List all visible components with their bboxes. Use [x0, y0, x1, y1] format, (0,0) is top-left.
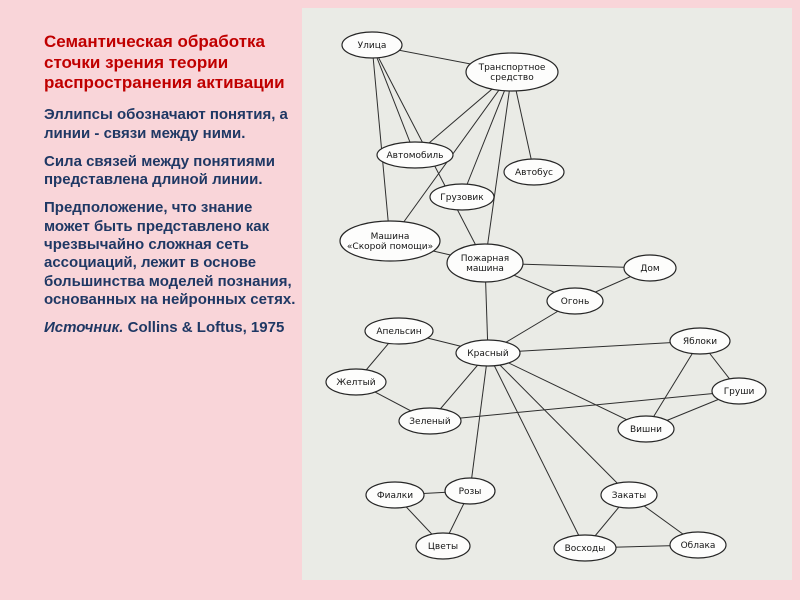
concept-label-house: Дом — [640, 264, 659, 274]
concept-ellipse-flowers — [415, 532, 471, 560]
concept-ellipse-vehicle — [465, 52, 559, 92]
concept-ellipse-green — [398, 407, 462, 435]
concept-label-fire: Огонь — [561, 297, 590, 307]
edge-vehicle--truck — [461, 71, 513, 198]
concept-node-sunrises: Восходы — [553, 534, 617, 562]
concept-ellipse-roses — [444, 477, 496, 505]
concept-node-sunsets: Закаты — [600, 481, 658, 509]
concept-ellipse-red — [455, 339, 521, 367]
concept-label-cherries: Вишни — [630, 425, 662, 435]
slide-title: Семантическая обработка сточки зрения те… — [44, 32, 285, 93]
concept-label-apples: Яблоки — [683, 337, 717, 347]
concept-label-orange: Апельсин — [376, 327, 421, 337]
edge-red--apples — [487, 340, 701, 354]
edge-street--car — [371, 44, 416, 156]
concept-node-flowers: Цветы — [415, 532, 471, 560]
concept-node-bus: Автобус — [503, 158, 565, 186]
concept-label-truck: Грузовик — [440, 193, 484, 203]
concept-node-ambulance: Машина«Скорой помощи» — [339, 220, 441, 262]
concept-node-house: Дом — [623, 254, 677, 282]
concept-ellipse-pears — [711, 377, 767, 405]
concept-ellipse-orange — [364, 317, 434, 345]
concept-node-truck: Грузовик — [429, 183, 495, 211]
concept-node-car: Автомобиль — [376, 141, 454, 169]
concept-label-red: Красный — [467, 349, 509, 359]
concept-label-street: Улица — [358, 41, 387, 51]
concept-node-pears: Груши — [711, 377, 767, 405]
concept-ellipse-violets — [365, 481, 425, 509]
concept-ellipse-cherries — [617, 415, 675, 443]
concept-ellipse-truck — [429, 183, 495, 211]
concept-node-roses: Розы — [444, 477, 496, 505]
source-text: Collins & Loftus, 1975 — [127, 319, 285, 337]
concept-label-green: Зеленый — [409, 417, 451, 427]
concept-node-violets: Фиалки — [365, 481, 425, 509]
concept-ellipse-sunrises — [553, 534, 617, 562]
concept-label-flowers: Цветы — [428, 542, 458, 552]
concept-ellipse-street — [341, 31, 403, 59]
concept-ellipse-ambulance — [339, 220, 441, 262]
concept-ellipse-fire — [546, 287, 604, 315]
concept-node-street: Улица — [341, 31, 403, 59]
concept-label-ambulance: Машина«Скорой помощи» — [347, 232, 433, 252]
edge-vehicle--fire-engine — [484, 71, 513, 264]
concept-label-yellow: Желтый — [336, 378, 375, 388]
edge-apples--cherries — [645, 340, 701, 430]
concept-label-car: Автомобиль — [387, 151, 444, 161]
concept-node-fire: Огонь — [546, 287, 604, 315]
edge-red--sunrises — [487, 352, 586, 549]
body-paragraph-2: Сила связей между понятиями представлена… — [44, 152, 275, 189]
concept-ellipse-apples — [669, 327, 731, 355]
text-column: Семантическая обработка сточки зрения те… — [44, 32, 296, 347]
concept-label-violets: Фиалки — [377, 491, 413, 501]
concept-ellipse-clouds — [669, 531, 727, 559]
body-paragraph-3: Предположение, что знание может быть пре… — [44, 199, 296, 308]
concept-label-sunsets: Закаты — [612, 491, 647, 501]
source-label: Источник. — [44, 319, 124, 337]
concept-label-pears: Груши — [724, 387, 755, 397]
edge-green--pears — [429, 390, 740, 422]
concept-ellipse-yellow — [325, 368, 387, 396]
concept-node-apples: Яблоки — [669, 327, 731, 355]
concept-node-cherries: Вишни — [617, 415, 675, 443]
edge-red--sunsets — [487, 352, 630, 496]
edge-red--roses — [469, 352, 489, 492]
concept-ellipse-fire-engine — [446, 243, 524, 283]
concept-node-yellow: Желтый — [325, 368, 387, 396]
concept-ellipse-bus — [503, 158, 565, 186]
body-paragraph-1: Эллипсы обозначают понятия, а линии - св… — [44, 106, 288, 142]
edge-street--ambulance — [371, 44, 391, 242]
concept-label-roses: Розы — [459, 487, 482, 497]
concept-ellipse-car — [376, 141, 454, 169]
concept-node-orange: Апельсин — [364, 317, 434, 345]
concept-ellipse-sunsets — [600, 481, 658, 509]
concept-ellipse-house — [623, 254, 677, 282]
concept-node-clouds: Облака — [669, 531, 727, 559]
source-citation: Источник. Collins & Loftus, 1975 — [44, 319, 296, 337]
concept-label-sunrises: Восходы — [565, 544, 606, 554]
edge-red--cherries — [487, 352, 647, 430]
concept-node-green: Зеленый — [398, 407, 462, 435]
concept-label-clouds: Облака — [681, 541, 716, 551]
concept-label-bus: Автобус — [515, 168, 553, 178]
concept-node-red: Красный — [455, 339, 521, 367]
